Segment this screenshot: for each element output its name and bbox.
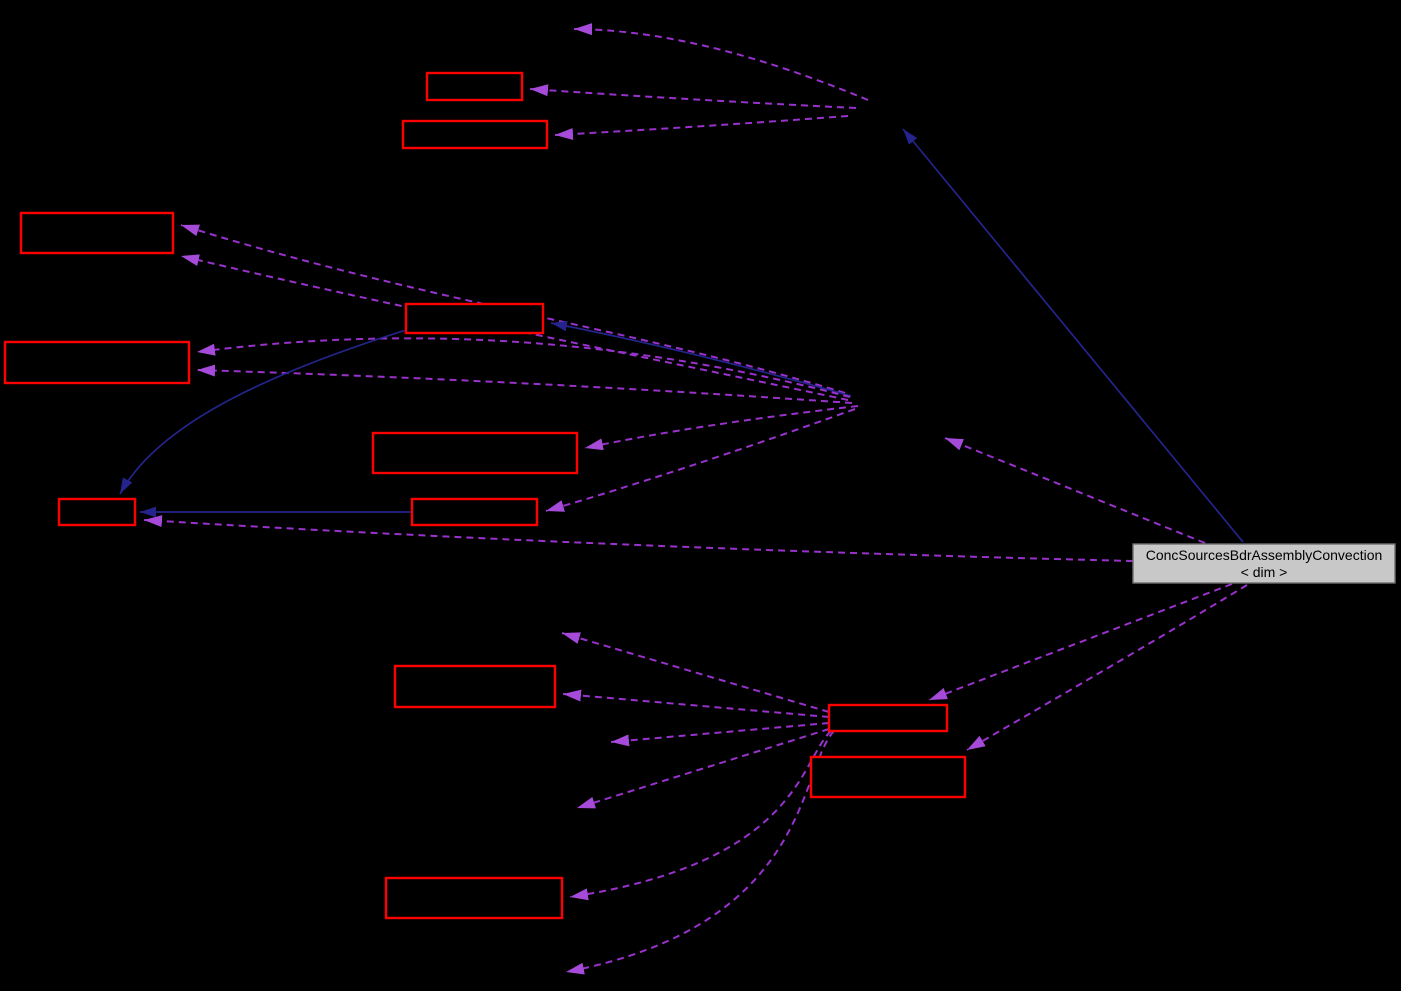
edge-box-i-to-hidden-2	[610, 722, 830, 747]
edge-box-i-to-hidden-1	[561, 632, 830, 713]
main-node-label-line1: ConcSourcesBdrAssemblyConvection	[1146, 547, 1383, 563]
edge-box-i-to-hidden-3	[576, 728, 830, 809]
edge-mid-node-to-box-f	[584, 405, 859, 451]
edge-main-to-box-i	[928, 583, 1233, 701]
nodes-layer	[3, 71, 967, 920]
class-node-d[interactable]	[404, 302, 545, 335]
edge-box-i-to-box-k	[562, 689, 830, 718]
edge-top-node-to-box-a	[529, 84, 857, 109]
edge-box-i-to-box-l	[569, 730, 832, 901]
edge-top-node-to-hidden-left	[573, 23, 869, 101]
class-node-a[interactable]	[425, 71, 524, 102]
edge-mid-node-to-box-e-1	[196, 337, 851, 398]
class-node-k[interactable]	[393, 664, 557, 709]
class-node-i[interactable]	[827, 703, 949, 733]
edges-layer	[119, 23, 1248, 975]
edge-mid-node-to-box-c-2	[180, 254, 849, 401]
class-node-b[interactable]	[401, 119, 549, 150]
class-node-j[interactable]	[809, 755, 967, 799]
edge-top-node-to-box-b	[554, 115, 849, 140]
main-node-label-line2: < dim >	[1241, 564, 1288, 580]
class-node-e[interactable]	[3, 340, 191, 385]
edge-box-i-to-hidden-4	[565, 730, 835, 975]
edge-mid-node-to-box-h	[545, 408, 856, 512]
class-node-c[interactable]	[19, 211, 175, 255]
main-node[interactable]: ConcSourcesBdrAssemblyConvection < dim >	[1132, 543, 1396, 584]
edge-main-to-box-j	[966, 584, 1248, 751]
edge-mid-node-to-box-d	[550, 320, 852, 397]
main-node-box[interactable]	[1132, 543, 1396, 584]
edge-main-to-box-g	[143, 515, 1134, 562]
class-node-l[interactable]	[384, 876, 564, 920]
class-node-f[interactable]	[371, 431, 579, 475]
class-node-g[interactable]	[57, 497, 137, 527]
edge-main-to-mid-node	[944, 437, 1206, 544]
edge-box-d-to-box-g	[119, 329, 407, 495]
edge-main-to-top-node	[902, 128, 1244, 543]
class-node-h[interactable]	[410, 497, 539, 527]
